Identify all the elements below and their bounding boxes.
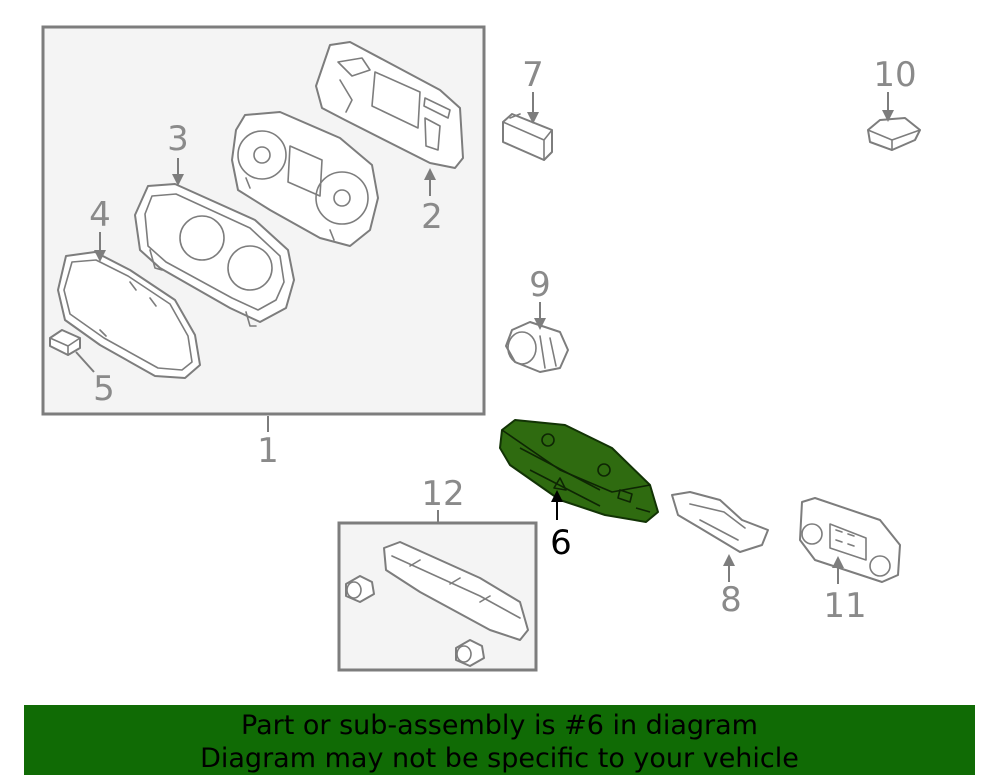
callout-2: 2	[421, 197, 443, 237]
banner-line-1: Part or sub-assembly is #6 in diagram	[241, 710, 758, 741]
callout-12: 12	[421, 474, 464, 514]
callout-3: 3	[167, 119, 189, 159]
part-12-switch-assembly[interactable]	[345, 541, 529, 667]
part-5-clip[interactable]	[49, 329, 81, 356]
callout-11: 11	[823, 586, 866, 626]
part-8-bracket[interactable]	[671, 491, 769, 553]
part-3-gauge-face[interactable]	[231, 111, 379, 247]
callout-9: 9	[529, 265, 551, 305]
part-4-cluster-lens[interactable]	[57, 251, 201, 379]
part-10-cap[interactable]	[867, 117, 921, 151]
part-2-cluster-housing[interactable]	[315, 41, 464, 169]
callout-6: 6	[550, 523, 572, 563]
parts-diagram: 1 2 3 4 5 6 7 8 9 10 11 12	[41, 25, 921, 672]
part-7-switch[interactable]	[502, 113, 553, 161]
callout-7: 7	[522, 55, 544, 95]
part-6-switch-panel[interactable]	[499, 419, 659, 523]
banner-line-2: Diagram may not be specific to your vehi…	[200, 743, 799, 774]
callout-8: 8	[720, 580, 742, 620]
part-9-knob[interactable]	[505, 321, 569, 373]
callout-5: 5	[93, 369, 115, 409]
info-banner: Part or sub-assembly is #6 in diagram Di…	[24, 705, 975, 775]
part-3-cluster-frame[interactable]	[134, 183, 295, 327]
leader-lines	[75, 92, 894, 584]
callout-1: 1	[257, 431, 279, 471]
callout-4: 4	[89, 195, 111, 235]
callout-10: 10	[873, 55, 916, 95]
part-11-control-panel[interactable]	[799, 497, 901, 583]
